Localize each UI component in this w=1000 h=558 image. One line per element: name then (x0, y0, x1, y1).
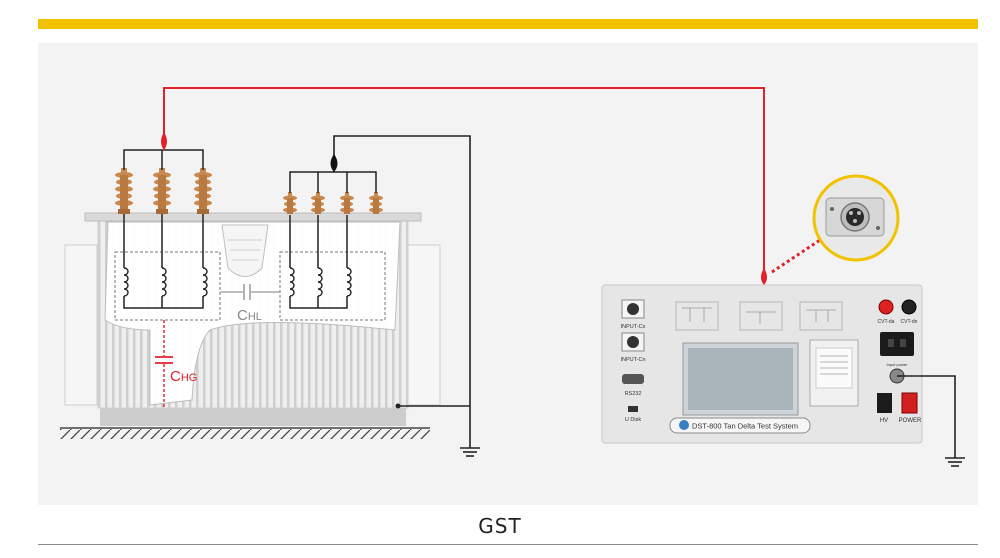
instrument-ground-lead (897, 375, 956, 458)
hv-bushing-2 (153, 168, 171, 214)
connector-zoom-bubble (812, 174, 900, 262)
tank-base (100, 408, 406, 426)
lv-bushing-3 (340, 192, 354, 214)
ground-symbol-2 (945, 457, 965, 467)
input-cn-label: INPUT-Cn (620, 357, 645, 363)
input-power-socket[interactable] (880, 332, 914, 356)
udisk-port[interactable] (628, 406, 638, 412)
insulation-region (104, 221, 401, 406)
hv-test-lead (163, 87, 765, 278)
chg-capacitor (155, 320, 173, 408)
left-radiator (64, 244, 98, 406)
input-cx-label: INPUT-Cx (621, 324, 646, 330)
zoom-pointer (771, 238, 821, 274)
input-power-label: Input power (887, 362, 909, 367)
hv-bushing-1 (115, 168, 133, 214)
panel-wiring-diagram-3 (799, 301, 843, 331)
ground-hatch (60, 429, 430, 439)
ground-symbol-1 (460, 447, 480, 457)
chl-capacitor (220, 284, 280, 300)
rs232-label: RS232 (625, 391, 642, 397)
power-label: POWER (899, 418, 922, 424)
diagram-caption: GST (478, 514, 522, 538)
udisk-label: U Disk (625, 417, 641, 423)
model-label: DST-800 Tan Delta Test System (692, 422, 798, 431)
lv-winding-box (279, 251, 386, 321)
center-tank-detail (221, 224, 269, 277)
rs232-port[interactable] (622, 374, 644, 384)
power-switch[interactable] (901, 392, 918, 414)
cvt-dn-terminal[interactable] (901, 299, 917, 315)
panel-wiring-diagram-2 (739, 301, 783, 331)
transformer (60, 149, 441, 439)
top-accent-bar (38, 19, 978, 29)
lv-bushing-1 (283, 192, 297, 214)
chl-label: CHL (237, 307, 262, 324)
cvt-dn-label: CVT-dn (901, 319, 918, 325)
panel-wiring-diagram-1 (675, 301, 719, 331)
lv-clip (330, 154, 338, 172)
cvt-da-terminal[interactable] (878, 299, 894, 315)
hv-bushing-3 (194, 168, 212, 214)
test-instrument (601, 284, 923, 444)
hv-switch[interactable] (877, 393, 892, 413)
cvt-da-label: CVT-da (878, 319, 895, 325)
hv-label: HV (880, 418, 888, 424)
hv-clip (161, 132, 167, 150)
hv-winding-box (114, 251, 221, 321)
lv-bushing-4 (369, 192, 383, 214)
right-radiator (407, 244, 441, 406)
tank-cover (84, 212, 422, 222)
chg-label: CHG (170, 368, 197, 385)
caption-divider (38, 544, 978, 545)
lv-bushing-2 (311, 192, 325, 214)
model-label-pill (669, 417, 811, 434)
